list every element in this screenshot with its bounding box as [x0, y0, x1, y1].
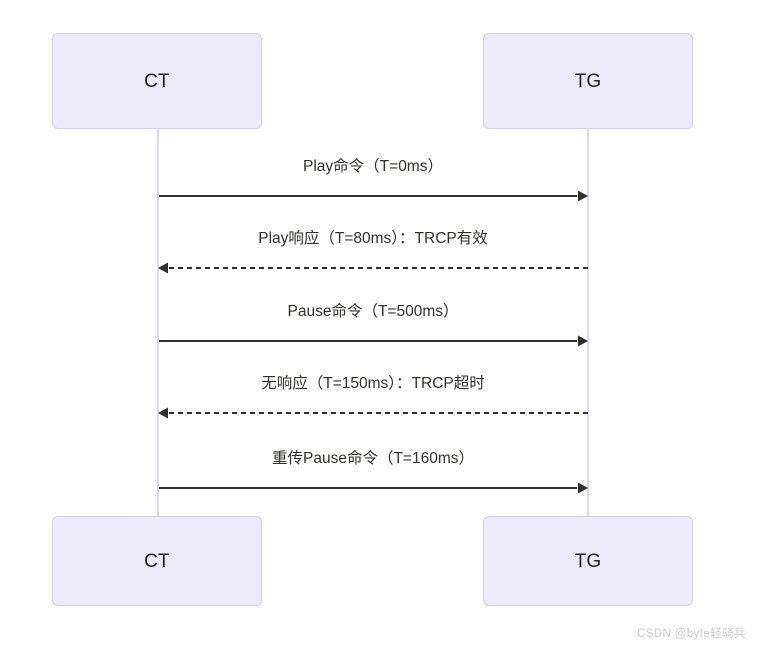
message-2-label: Play响应（T=80ms）：TRCP有效	[258, 230, 488, 247]
message-2-arrow	[158, 262, 588, 274]
participant-header-ct[interactable]: CT	[52, 33, 262, 129]
message-4-arrow	[158, 407, 588, 419]
participant-footer-ct-label: CT	[144, 550, 170, 572]
participant-header-tg[interactable]: TG	[483, 33, 693, 129]
participant-header-tg-label: TG	[574, 70, 602, 92]
message-3-arrow	[159, 335, 588, 347]
message-3-label: Pause命令（T=500ms）	[287, 303, 459, 320]
message-1-arrow	[159, 190, 588, 202]
participant-footer-tg-label: TG	[574, 550, 602, 572]
lifeline-ct	[157, 129, 159, 516]
lifeline-tg	[587, 129, 589, 516]
message-4-label: 无响应（T=150ms）：TRCP超时	[261, 375, 485, 392]
participant-header-ct-label: CT	[144, 70, 170, 92]
participant-footer-ct[interactable]: CT	[52, 516, 262, 606]
message-5-label: 重传Pause命令（T=160ms）	[272, 450, 474, 467]
message-5-arrow	[159, 482, 588, 494]
csdn-watermark: CSDN @byte轻骑兵	[637, 628, 746, 640]
message-1-label: Play命令（T=0ms）	[303, 158, 443, 175]
participant-footer-tg[interactable]: TG	[483, 516, 693, 606]
